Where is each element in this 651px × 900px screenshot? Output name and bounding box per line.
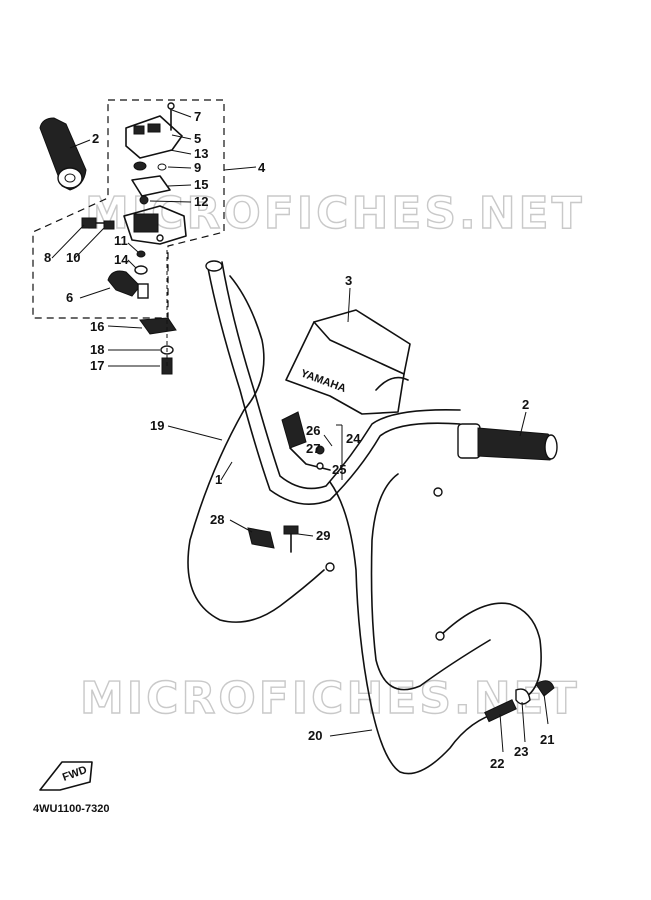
washer-9 <box>157 163 167 171</box>
callout-25: 25 <box>332 462 346 477</box>
switch-housing-lower <box>123 205 187 245</box>
callout-11: 11 <box>114 233 128 248</box>
handlebar-1 <box>205 260 461 506</box>
callout-1: 1 <box>215 472 222 487</box>
switch-cover-upper <box>125 102 183 159</box>
fwd-arrow-icon: FWD <box>39 761 93 791</box>
handlebar-cover-3: YAMAHA <box>285 309 411 415</box>
throttle-lever-6 <box>107 270 149 299</box>
cable-20b <box>370 473 491 691</box>
callout-19: 19 <box>150 418 164 433</box>
callout-14: 14 <box>114 252 129 267</box>
plate-15 <box>131 175 171 197</box>
callout-29: 29 <box>316 528 330 543</box>
clamp-28 <box>247 527 275 549</box>
yamaha-logo: YAMAHA <box>299 368 348 395</box>
watermark-bottom: MICROFICHES.NET <box>80 673 580 724</box>
callout-8: 8 <box>44 250 51 265</box>
callout-2-left-grip: 2 <box>92 131 99 146</box>
callout-3: 3 <box>345 273 352 288</box>
bolt-29 <box>283 525 299 553</box>
diagram-code: 4WU1100-7320 <box>33 803 109 815</box>
callout-12: 12 <box>194 194 208 209</box>
left-grip <box>39 117 87 191</box>
callout-13: 13 <box>194 146 208 161</box>
callout-20: 20 <box>308 728 322 743</box>
callout-24: 24 <box>346 431 361 446</box>
cable-20c <box>439 602 542 701</box>
screw-12 <box>139 195 149 205</box>
callout-22: 22 <box>490 756 504 771</box>
fwd-label: FWD <box>61 764 89 784</box>
clip-23 <box>515 688 531 705</box>
callout-15: 15 <box>194 177 208 192</box>
callout-23: 23 <box>514 744 528 759</box>
clip-11 <box>136 250 146 258</box>
cable-20 <box>329 481 501 775</box>
screw-27 <box>315 445 325 455</box>
callout-7: 7 <box>194 109 201 124</box>
throttle-cable-19 <box>187 275 325 623</box>
callout-17: 17 <box>90 358 104 373</box>
callout-26: 26 <box>306 423 320 438</box>
callout-27: 27 <box>306 441 320 456</box>
callout-5: 5 <box>194 131 201 146</box>
callout-21: 21 <box>540 732 554 747</box>
watermark-top: MICROFICHES.NET <box>85 188 585 239</box>
callout-6: 6 <box>66 290 73 305</box>
nut-10 <box>103 220 115 230</box>
washer-14 <box>134 265 148 275</box>
washer-13 <box>133 161 147 171</box>
callout-16: 16 <box>90 319 104 334</box>
cable-adjuster-22 <box>484 699 517 723</box>
callout-28: 28 <box>210 512 224 527</box>
right-switch-24 <box>281 411 331 471</box>
callout-18: 18 <box>90 342 104 357</box>
leader-lines <box>51 109 549 753</box>
callout-2-right-grip: 2 <box>522 397 529 412</box>
callout-9: 9 <box>194 160 201 175</box>
right-grip <box>457 423 558 461</box>
boot-21 <box>535 680 555 697</box>
callout-4: 4 <box>258 160 266 175</box>
bracket-16 <box>139 317 177 335</box>
washer-25 <box>316 462 324 470</box>
callout-10: 10 <box>66 250 80 265</box>
